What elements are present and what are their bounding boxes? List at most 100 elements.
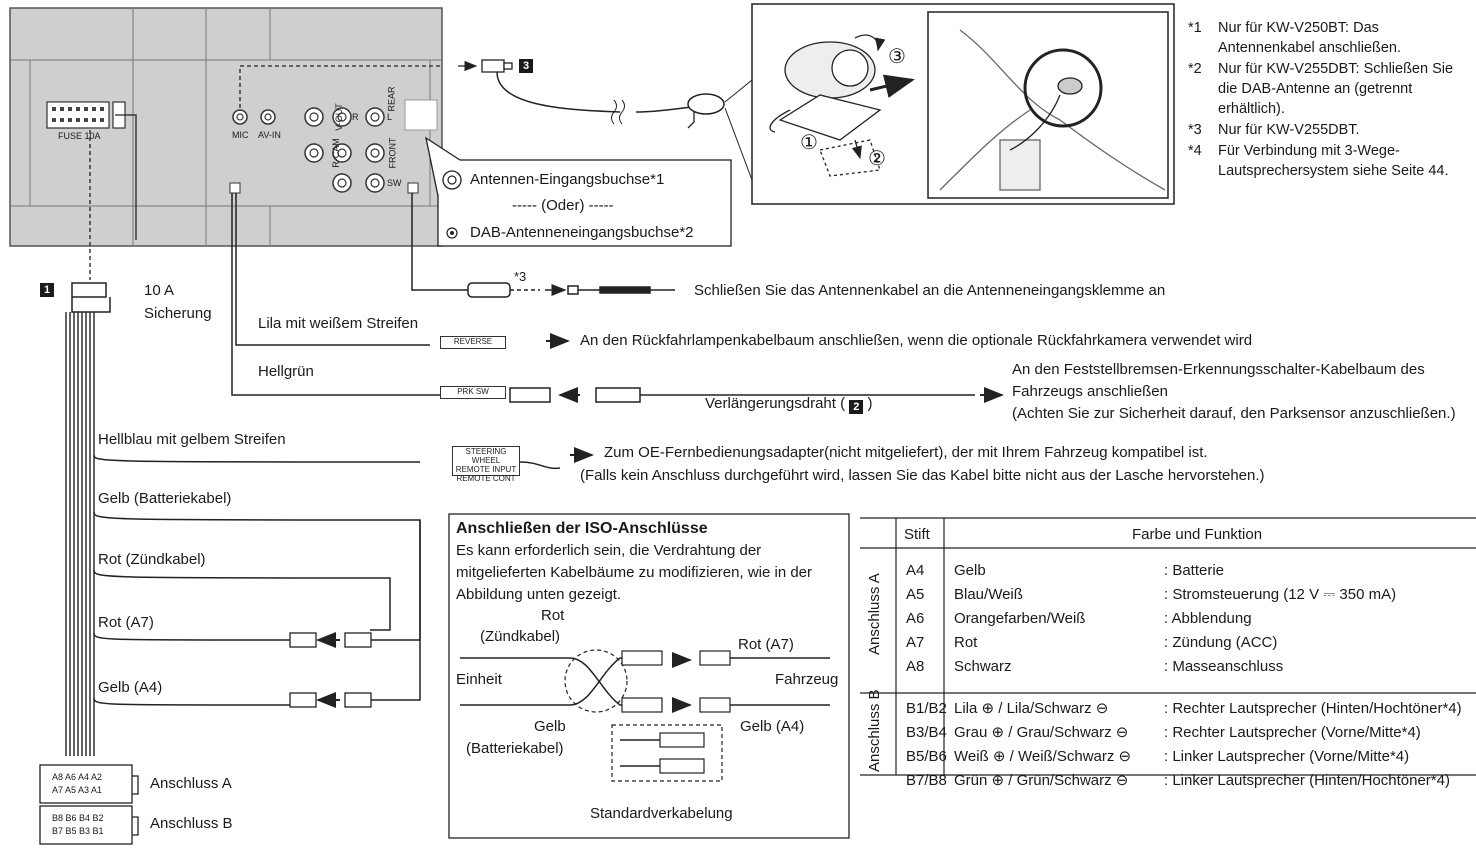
- pin-row-pin: B3/B4: [906, 724, 947, 741]
- jack-mic-label: MIC: [232, 130, 249, 140]
- pin-row-func: : Linker Lautsprecher (Vorne/Mitte*4): [1164, 748, 1410, 765]
- jack-rear-label: REAR: [386, 86, 397, 112]
- jack-av-in-label: AV-IN: [258, 130, 281, 140]
- footnote-item: *4 Für Verbindung mit 3-Wege-Lautsprecher…: [1188, 141, 1473, 181]
- jack-r-cam-label: R-CAM: [330, 138, 341, 168]
- iso-desc-line3: Abbildung unten gezeigt.: [456, 586, 622, 603]
- badge-1: 1: [40, 283, 54, 297]
- wire-hellblau-label: Hellblau mit gelbem Streifen: [98, 431, 286, 448]
- antenna-or-label: ----- (Oder) -----: [512, 197, 614, 214]
- footnote-item: *2 Nur für KW-V255DBT: Schließen Sie die …: [1188, 59, 1473, 119]
- footnote-key: *4: [1188, 143, 1202, 159]
- pin-row-pin: B5/B6: [906, 748, 947, 765]
- direction-arrows: [316, 333, 1004, 708]
- footnote-text: Nur für KW-V255DBT.: [1218, 122, 1360, 138]
- footnote-text: Nur für KW-V255DBT: Schließen Sie die DA…: [1218, 61, 1454, 117]
- iso-standard-label: Standardverkabelung: [590, 805, 733, 822]
- wire-rot-zuend-label: Rot (Zündkabel): [98, 551, 206, 568]
- iso-fahrzeug-label: Fahrzeug: [775, 671, 839, 688]
- iso-title: Anschließen der ISO-Anschlüsse: [456, 520, 708, 537]
- jack-v-out-label: V-OUT: [333, 103, 344, 131]
- pin-row-color: Rot: [954, 634, 978, 651]
- head-unit-panel: [9, 7, 443, 247]
- group-a-label: Anschluss A: [866, 573, 883, 655]
- connector-b-pins-bottom: B7 B5 B3 B1: [52, 826, 104, 836]
- iso-gelb-a4-label: Gelb (A4): [740, 718, 805, 735]
- mic-step-3: ③: [888, 46, 906, 68]
- steering-text-line2: (Falls kein Anschluss durchgeführt wird,…: [580, 467, 1265, 484]
- prk-text-line3: (Achten Sie zur Sicherheit darauf, den P…: [1012, 405, 1456, 422]
- iso-rot-label: Rot: [541, 607, 565, 624]
- steering-text-line1: Zum OE-Fernbedienungsadapter(nicht mitge…: [604, 444, 1208, 461]
- connector-b-pins-top: B8 B6 B4 B2: [52, 813, 104, 823]
- pin-row-color: Blau/Weiß: [954, 586, 1023, 603]
- connector-a-pins-bottom: A7 A5 A3 A1: [52, 785, 103, 795]
- pin-row-color: Weiß ⊕ / Weiß/Schwarz ⊖: [954, 748, 1132, 765]
- wire-gelb-a4-label: Gelb (A4): [98, 679, 163, 696]
- function-header: Farbe und Funktion: [1132, 526, 1263, 543]
- footnote-key: *1: [1188, 20, 1202, 36]
- pin-row-color: Schwarz: [954, 658, 1012, 675]
- pin-row-func: : Abblendung: [1164, 610, 1252, 627]
- prk-tag: PRK SW: [440, 386, 506, 399]
- iso-inset: [448, 513, 850, 839]
- pin-row-color: Orangefarben/Weiß: [954, 610, 1086, 627]
- pin-table-frame: [860, 517, 1476, 776]
- jack-r-label: R: [352, 112, 359, 122]
- pin-row-pin: A7: [906, 634, 925, 651]
- wire-lila-label: Lila mit weißem Streifen: [258, 315, 419, 332]
- antenna-connect-text: Schließen Sie das Antennenkabel an die A…: [694, 282, 1166, 299]
- wire-hellgruen-label: Hellgrün: [258, 363, 314, 380]
- wire-harness: [65, 114, 975, 756]
- antenna-input-label: Antennen-Eingangsbuchse*1: [470, 171, 665, 188]
- iso-connectors: [39, 764, 139, 845]
- pin-row-func: : Stromsteuerung (12 V ⎓ 350 mA): [1164, 586, 1397, 603]
- footnote-key: *2: [1188, 61, 1202, 77]
- footnote-key: *3: [1188, 122, 1202, 138]
- pin-row-pin: A6: [906, 610, 925, 627]
- dab-input-label: DAB-Antenneneingangsbuchse*2: [470, 224, 694, 241]
- prk-text-line2: Fahrzeugs anschließen: [1012, 383, 1168, 400]
- iso-batt-label: (Batteriekabel): [466, 740, 564, 757]
- footnote-item: *3 Nur für KW-V255DBT.: [1188, 120, 1473, 140]
- mic-mount-illustration: [751, 3, 1175, 205]
- mic-cable: [239, 59, 753, 181]
- connector-a-pins-top: A8 A6 A4 A2: [52, 772, 103, 782]
- fuse-amp-label: 10 A: [144, 282, 175, 299]
- extension-wire-label: Verlängerungsdraht ( 2 ): [705, 395, 873, 414]
- fuse-socket-label: FUSE 10A: [58, 131, 101, 141]
- pin-row-pin: A5: [906, 586, 925, 603]
- connector-a-label: Anschluss A: [150, 775, 232, 792]
- badge-2: 2: [849, 400, 864, 414]
- pin-row-color: Grau ⊕ / Grau/Schwarz ⊖: [954, 724, 1129, 741]
- footnote-text: Für Verbindung mit 3-Wege-Lautsprechersy…: [1218, 143, 1449, 179]
- wire-rot-a7-label: Rot (A7): [98, 614, 154, 631]
- wire-gelb-batterie-label: Gelb (Batteriekabel): [98, 490, 232, 507]
- iso-einheit-label: Einheit: [456, 671, 502, 688]
- pin-row-func: : Batterie: [1164, 562, 1225, 579]
- pin-row-func: : Linker Lautsprecher (Hinten/Hochtöner*…: [1164, 772, 1450, 789]
- connector-b-label: Anschluss B: [150, 815, 233, 832]
- pin-row-pin: B1/B2: [906, 700, 947, 717]
- iso-zuend-label: (Zündkabel): [480, 628, 561, 645]
- bullet-connectors: [289, 632, 372, 708]
- pin-row-color: Gelb: [954, 562, 986, 579]
- reverse-text: An den Rückfahrlampenkabelbaum anschließ…: [580, 332, 1253, 349]
- mic-step-1: ①: [800, 132, 818, 154]
- iso-rot-a7-label: Rot (A7): [738, 636, 794, 653]
- pin-header: Stift: [904, 526, 930, 543]
- pin-row-func: : Zündung (ACC): [1164, 634, 1278, 651]
- fuse-name-label: Sicherung: [144, 305, 212, 322]
- prk-text-line1: An den Feststellbremsen-Erkennungsschalt…: [1012, 361, 1425, 378]
- mic-step-2: ②: [868, 148, 886, 170]
- pin-row-func: : Masseanschluss: [1164, 658, 1284, 675]
- iso-desc-line1: Es kann erforderlich sein, die Verdrahtu…: [456, 542, 762, 559]
- pin-row-pin: A8: [906, 658, 925, 675]
- note-3-marker: *3: [514, 269, 527, 284]
- iso-desc-line2: mitgelieferten Kabelbäume zu modifiziere…: [456, 564, 813, 581]
- pin-row-func: : Rechter Lautsprecher (Vorne/Mitte*4): [1164, 724, 1421, 741]
